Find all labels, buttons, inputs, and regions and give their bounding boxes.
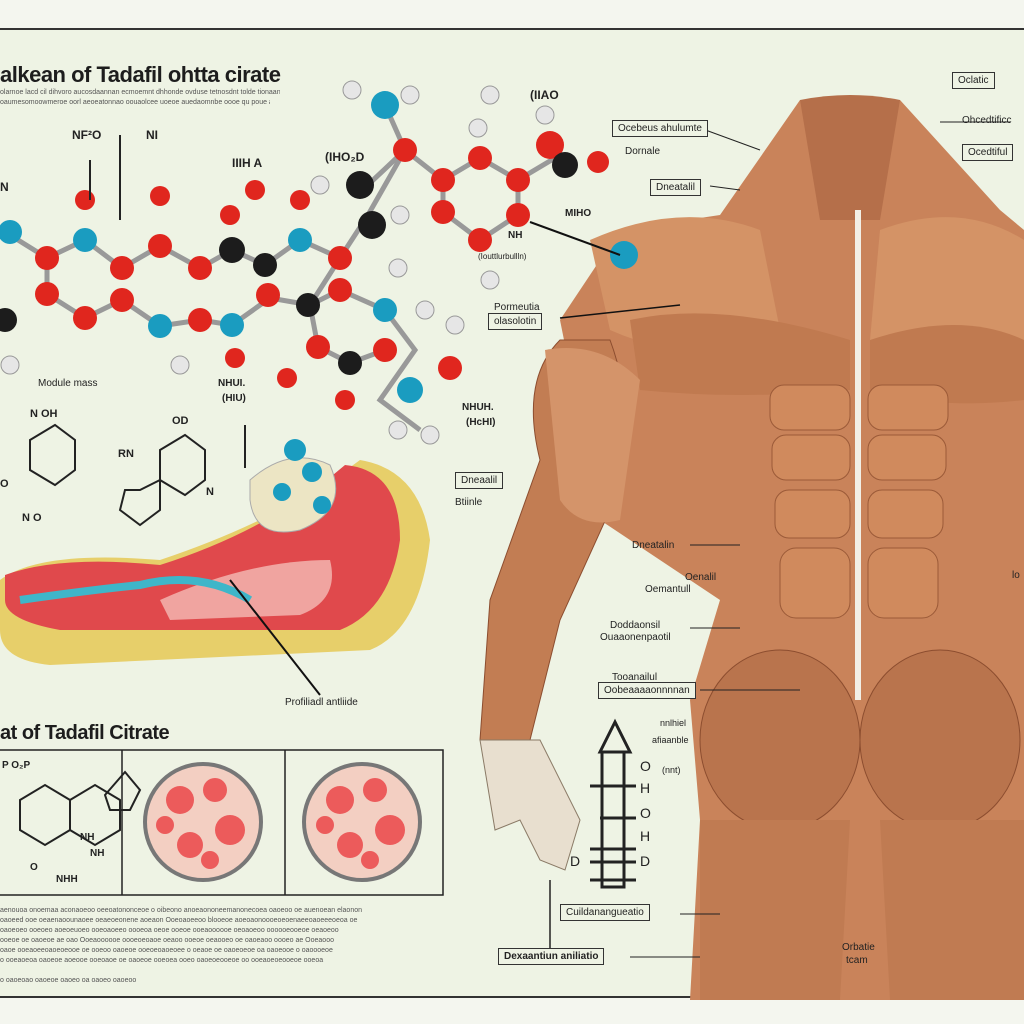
label-prohibited: Profiliadl antliide <box>285 697 358 708</box>
chem-label: (IHO₂D <box>325 150 365 164</box>
label-box: Ocebeus ahulumte <box>612 120 708 137</box>
chem-label: MIHO <box>565 208 592 219</box>
scale-arrow-icon <box>549 718 636 955</box>
chem-label: IIIH A <box>232 156 263 170</box>
label: (nnt) <box>662 765 681 775</box>
label-box: Oobeaaaaonnnnan <box>598 682 696 699</box>
label-box: Ocedtiful <box>962 144 1014 161</box>
label: Orbatie <box>842 942 875 953</box>
label: Oemantull <box>645 584 691 595</box>
muscle-figure <box>479 95 1024 1000</box>
molecule-atoms <box>0 80 638 445</box>
chem-label: (HcHI) <box>466 417 496 428</box>
chem-label: NF²O <box>72 128 102 142</box>
body-line: oaoeoeo ooeoeo aoeoeuoeo ooeoaoeeo oooeo… <box>0 927 339 934</box>
chem-label: NHUH. <box>462 402 494 413</box>
label: Oenalil <box>685 572 717 583</box>
chem-label: N <box>206 486 214 498</box>
scale-label: D <box>570 853 581 869</box>
body-line: aenouoa onoemaa aconaoeoo oeeoatononceoe… <box>0 907 363 914</box>
sample-panels <box>0 749 444 896</box>
scale-label: D <box>640 853 651 869</box>
label: tcam <box>846 955 868 966</box>
chem-label: NHH <box>56 874 78 885</box>
scale-label: O <box>640 805 651 821</box>
footnote: o oaoeoao oaoeoe oaoeo oa oaoeo oaoeoo <box>0 977 137 984</box>
intro-line: oaumesomoowmeroe oorl aeoeatonnao oouaol… <box>0 99 270 106</box>
chem-label: NH <box>90 848 105 859</box>
chem-label: NHUI. <box>218 378 246 389</box>
label-box: Dexaantiun aniliatio <box>498 948 605 965</box>
label: nnlhiel <box>660 718 687 728</box>
chem-label: OD <box>172 415 189 427</box>
label: Doddaonsil <box>610 620 661 631</box>
section-title: at of Tadafil Citrate <box>0 722 170 744</box>
chem-label: RN <box>118 448 134 460</box>
chem-label: NH <box>508 230 523 241</box>
label: Btiinle <box>455 497 483 508</box>
scale-label: H <box>640 780 651 796</box>
chem-label: N OH <box>30 408 58 420</box>
chem-label: O <box>30 862 38 873</box>
label-box: Oclatic <box>952 72 995 89</box>
body-line: ooeoe oe oaoeoe ae oao Ooeaoooooe oooeoe… <box>0 937 334 944</box>
intro-line: olarnoe lacd cil dihvoro aucosdaannan ec… <box>0 89 280 96</box>
chem-label: NI <box>146 128 158 142</box>
chem-label: N <box>0 180 9 194</box>
chem-label: (IIAO <box>530 88 559 102</box>
chem-label: O <box>0 478 9 490</box>
chem-label: Module mass <box>38 378 98 389</box>
label: lo <box>1012 570 1020 581</box>
label: Ouaaonenpaotil <box>600 632 671 643</box>
chem-label: NH <box>80 832 95 843</box>
label-box: olasolotin <box>488 313 543 330</box>
label: Pormeutia <box>494 302 540 313</box>
chem-label: N O <box>22 512 42 524</box>
poster-title: alkean of Tadafil ohtta cirate <box>0 62 281 87</box>
scale-label: H <box>640 828 651 844</box>
label: Tooanailul <box>612 672 658 683</box>
label: Dornale <box>625 146 661 157</box>
label-box: Cuildanangueatio <box>560 904 650 921</box>
chem-label: (Iouttlurbullln) <box>478 252 527 261</box>
body-line: o ooeaoeoa oaoeoe aoeooe ooeoaoe oe oaoe… <box>0 957 324 964</box>
label-box: Dneatalil <box>650 179 701 196</box>
label: afiaanble <box>652 735 689 745</box>
body-line: oaoeed ooe oeaenaoounaoee oeaeoeonene ao… <box>0 917 358 924</box>
leader-lines <box>630 121 1010 958</box>
body-line: oaoe ooeaoeeoaoeoeooe oe ooeoo oaoeoe oo… <box>0 947 333 954</box>
chem-label: P O₂P <box>2 760 31 771</box>
label: Dneatalin <box>632 540 675 551</box>
scale-label: O <box>640 758 651 774</box>
label: Ohcedtificc <box>962 115 1012 126</box>
label-box: Dneaalil <box>455 472 504 489</box>
tissue-illustration <box>0 439 430 665</box>
chem-label: (HIU) <box>222 393 246 404</box>
